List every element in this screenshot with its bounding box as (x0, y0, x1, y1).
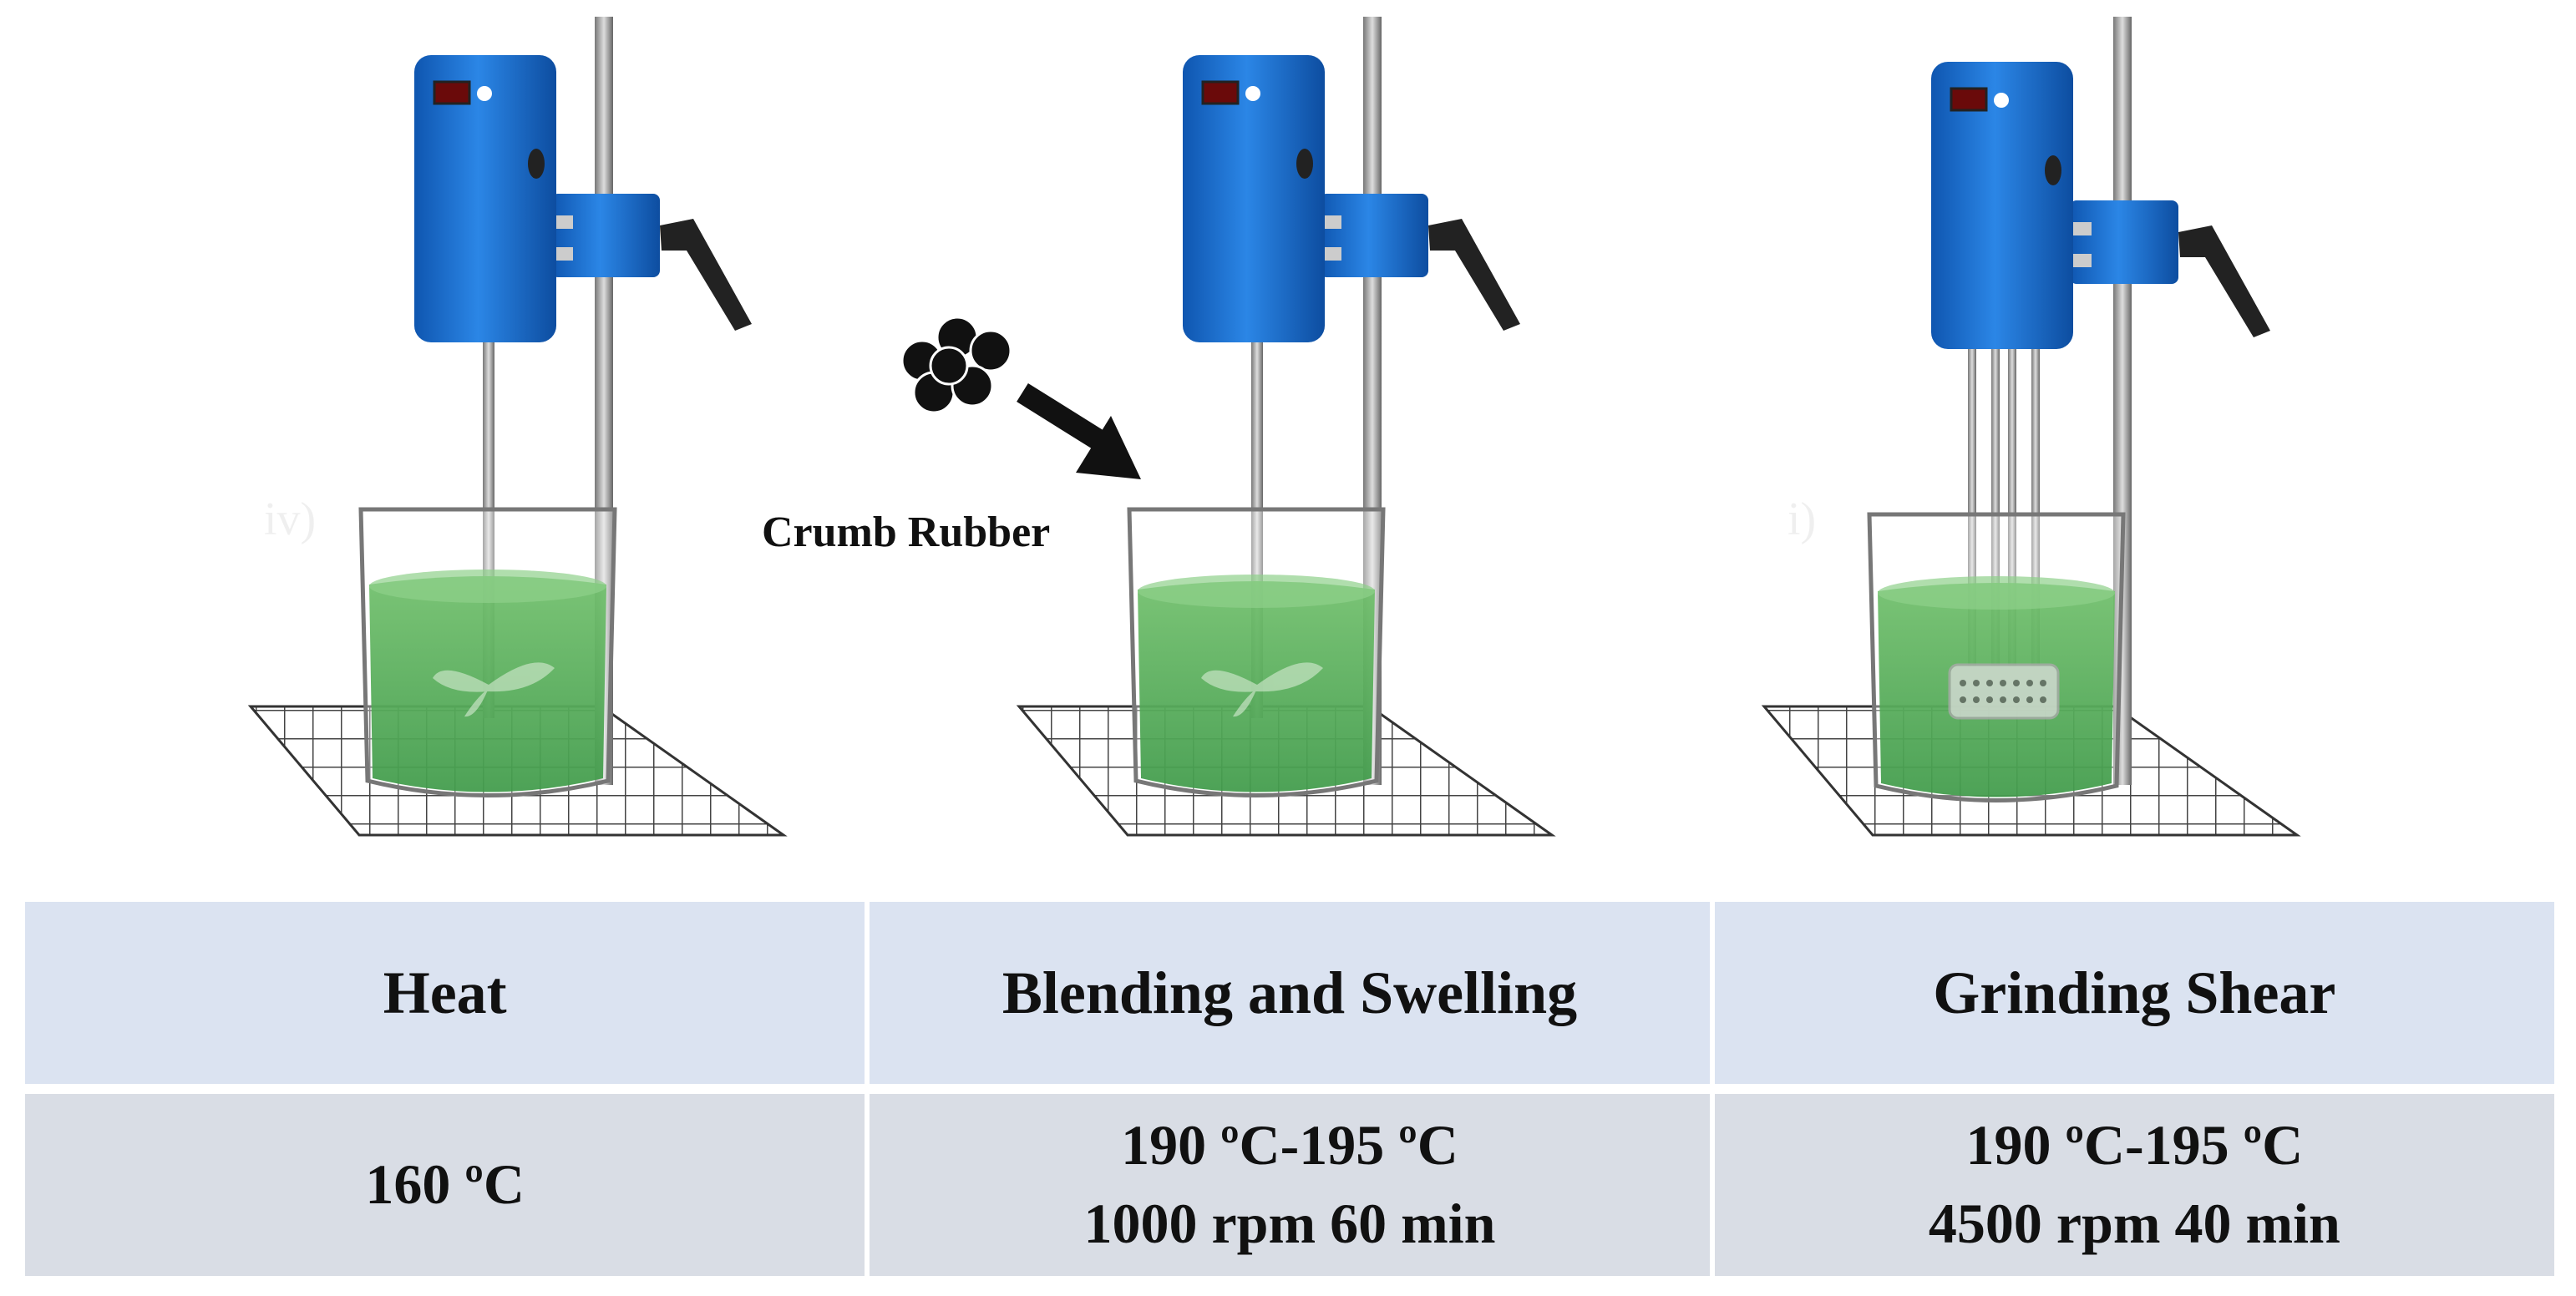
station-blending (900, 17, 1556, 837)
propeller-impeller (1201, 662, 1323, 717)
overhead-mixer (1931, 62, 2073, 349)
condition-temperature: 190 ºC-195 ºC (1121, 1113, 1458, 1177)
clamp (2070, 200, 2178, 284)
station-heat: iv) (247, 17, 788, 837)
condition-temperature: 160 ºC (365, 1152, 525, 1217)
crumb-rubber-particles (900, 316, 1012, 414)
overhead-mixer (414, 55, 556, 342)
process-illustration: iv) (247, 17, 2301, 837)
header-row: Heat Blending and Swelling Grinding Shea… (25, 902, 2554, 1084)
faint-label-i: i) (1787, 494, 1816, 545)
clamp-handle (1428, 219, 1520, 331)
condition-cell-heat: 160 ºC (25, 1094, 865, 1276)
clamp (1320, 194, 1428, 277)
disperser-rods (1968, 349, 2040, 666)
header-cell-grinding: Grinding Shear (1714, 902, 2554, 1084)
condition-cell-grinding: 190 ºC-195 ºC 4500 rpm 40 min (1714, 1094, 2554, 1276)
condition-cell-blending: 190 ºC-195 ºC 1000 rpm 60 min (870, 1094, 1710, 1276)
station-grinding: i) (1761, 17, 2301, 837)
clamp (551, 194, 660, 277)
overhead-mixer (1183, 55, 1325, 342)
propeller-impeller (433, 662, 555, 717)
liquid (369, 576, 606, 792)
header-cell-blending: Blending and Swelling (870, 902, 1710, 1084)
conditions-row: 160 ºC 190 ºC-195 ºC 1000 rpm 60 min 190… (25, 1094, 2554, 1276)
header-cell-heat: Heat (25, 902, 865, 1084)
faint-label-iv: iv) (264, 494, 316, 545)
clamp-handle (660, 219, 752, 331)
process-conditions-table: Heat Blending and Swelling Grinding Shea… (20, 892, 2559, 1286)
condition-temperature: 190 ºC-195 ºC (1965, 1113, 2304, 1177)
crumb-rubber-label: Crumb Rubber (762, 509, 1051, 556)
condition-speed-time: 1000 rpm 60 min (1083, 1192, 1496, 1255)
disperser-head (1948, 663, 2060, 720)
arrow-icon (1017, 382, 1141, 479)
clamp-handle (2178, 225, 2270, 337)
condition-speed-time: 4500 rpm 40 min (1928, 1192, 2340, 1255)
